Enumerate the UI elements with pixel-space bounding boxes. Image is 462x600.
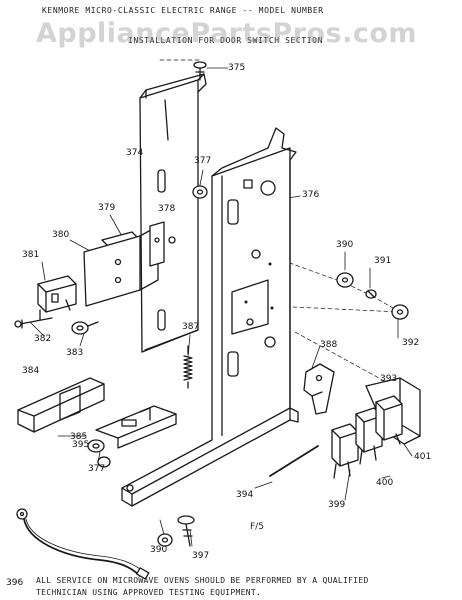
washer-390-bottom bbox=[157, 533, 173, 547]
label-392: 392 bbox=[402, 338, 420, 348]
spring-387 bbox=[183, 345, 193, 389]
label-385: 385 bbox=[70, 432, 88, 442]
label-387: 387 bbox=[182, 322, 200, 332]
washer-392 bbox=[391, 304, 409, 320]
washer-377-bottom bbox=[97, 456, 111, 468]
label-400: 400 bbox=[376, 478, 394, 488]
label-379: 379 bbox=[98, 203, 116, 213]
mounting-dots bbox=[244, 262, 274, 310]
label-374: 374 bbox=[126, 148, 144, 158]
washer-377-top bbox=[192, 185, 208, 199]
rod-394 bbox=[269, 445, 319, 477]
label-378: 378 bbox=[158, 204, 176, 214]
footer-notice-line2: TECHNICIAN USING APPROVED TESTING EQUIPM… bbox=[36, 588, 262, 597]
washer-395 bbox=[87, 439, 105, 453]
screw-375 bbox=[193, 61, 207, 81]
label-396: 396 bbox=[6, 578, 24, 588]
footer-notice-line1: ALL SERVICE ON MICROWAVE OVENS SHOULD BE… bbox=[36, 576, 369, 585]
label-397: 397 bbox=[192, 551, 210, 561]
switch-381 bbox=[37, 275, 77, 321]
page-label: F/5 bbox=[250, 522, 264, 532]
label-383: 383 bbox=[66, 348, 84, 358]
plate-385 bbox=[95, 405, 177, 449]
label-395: 395 bbox=[72, 440, 90, 450]
lever-388 bbox=[303, 363, 335, 415]
switch-399 bbox=[331, 423, 359, 479]
header-subtitle: INSTALLATION FOR DOOR SWITCH SECTION bbox=[128, 36, 323, 45]
label-377-bottom: 377 bbox=[88, 464, 106, 474]
wire-396 bbox=[16, 508, 150, 580]
frame-376 bbox=[121, 127, 299, 507]
label-401: 401 bbox=[414, 452, 432, 462]
label-377-top: 377 bbox=[194, 156, 212, 166]
label-376: 376 bbox=[302, 190, 320, 200]
label-399: 399 bbox=[328, 500, 346, 510]
label-390-right: 390 bbox=[336, 240, 354, 250]
label-391: 391 bbox=[374, 256, 392, 266]
label-380: 380 bbox=[52, 230, 70, 240]
bracket-374 bbox=[139, 73, 207, 353]
label-382: 382 bbox=[34, 334, 52, 344]
screw-397 bbox=[177, 515, 195, 547]
label-375: 375 bbox=[228, 63, 246, 73]
label-393: 393 bbox=[380, 374, 398, 384]
nut-391 bbox=[365, 289, 377, 299]
label-388: 388 bbox=[320, 340, 338, 350]
part-378 bbox=[149, 221, 165, 267]
bracket-384 bbox=[17, 377, 105, 433]
washer-390-right bbox=[336, 272, 354, 288]
switch-401 bbox=[375, 395, 403, 445]
label-381: 381 bbox=[22, 250, 40, 260]
label-390-bottom: 390 bbox=[150, 545, 168, 555]
header-title: KENMORE MICRO-CLASSIC ELECTRIC RANGE -- … bbox=[42, 6, 324, 15]
label-384: 384 bbox=[22, 366, 40, 376]
label-394: 394 bbox=[236, 490, 254, 500]
plate-380 bbox=[83, 225, 159, 307]
screw-382 bbox=[14, 317, 53, 329]
nut-383 bbox=[71, 321, 99, 335]
watermark: AppliancePartsPros.com bbox=[36, 18, 418, 49]
